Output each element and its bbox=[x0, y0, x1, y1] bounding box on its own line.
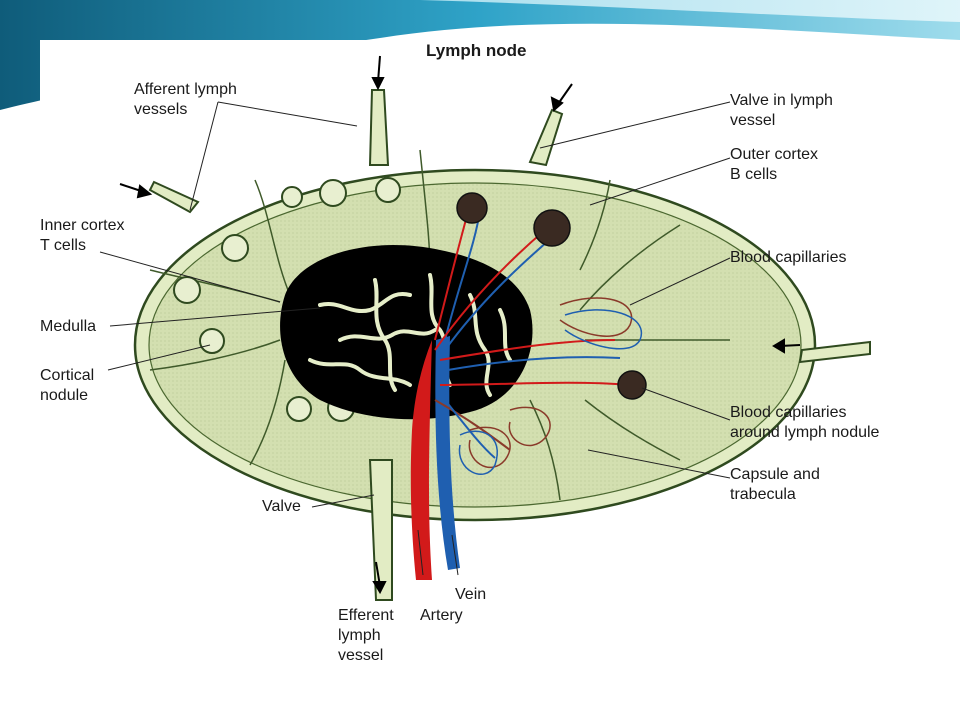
vein-trunk bbox=[435, 336, 460, 570]
top-swoosh-light bbox=[420, 0, 960, 22]
capillaries-around-nodule-label: Blood capillaries around lymph nodule bbox=[730, 404, 880, 441]
afferent-vessels bbox=[148, 89, 871, 601]
inner-cortex-label: Inner cortex T cells bbox=[40, 217, 125, 254]
cortical-nodule-label: Cortical nodule bbox=[40, 367, 95, 404]
capillary-loops bbox=[458, 297, 643, 475]
lymph-nodules bbox=[456, 192, 647, 400]
artery-label: Artery bbox=[420, 607, 463, 624]
efferent-label: Efferent lymph vessel bbox=[338, 607, 394, 664]
top-swoosh bbox=[0, 0, 960, 110]
trabeculae bbox=[149, 149, 731, 501]
lymph-node-figure: Lymph node Afferent lymph vessels Inner … bbox=[40, 40, 917, 667]
outer-cortex-label: Outer cortex B cells bbox=[730, 146, 819, 183]
leader-lines bbox=[99, 101, 731, 576]
vein-label: Vein bbox=[455, 586, 487, 603]
valve-label: Valve bbox=[262, 498, 301, 515]
lymph-node-diagram bbox=[99, 55, 871, 601]
artery-trunk bbox=[410, 340, 432, 580]
afferent-label: Afferent lymph vessels bbox=[134, 81, 237, 118]
diagram-title: Lymph node bbox=[426, 41, 527, 60]
medullary-cords bbox=[308, 273, 512, 397]
blood-capillaries-label: Blood capillaries bbox=[730, 249, 847, 266]
capsule-trabecula-label: Capsule and trabecula bbox=[730, 466, 820, 503]
flow-arrows bbox=[119, 55, 801, 595]
medulla-label: Medulla bbox=[40, 318, 97, 335]
valve-in-lymph-label: Valve in lymph vessel bbox=[730, 92, 833, 129]
blood-vessels bbox=[434, 204, 631, 459]
